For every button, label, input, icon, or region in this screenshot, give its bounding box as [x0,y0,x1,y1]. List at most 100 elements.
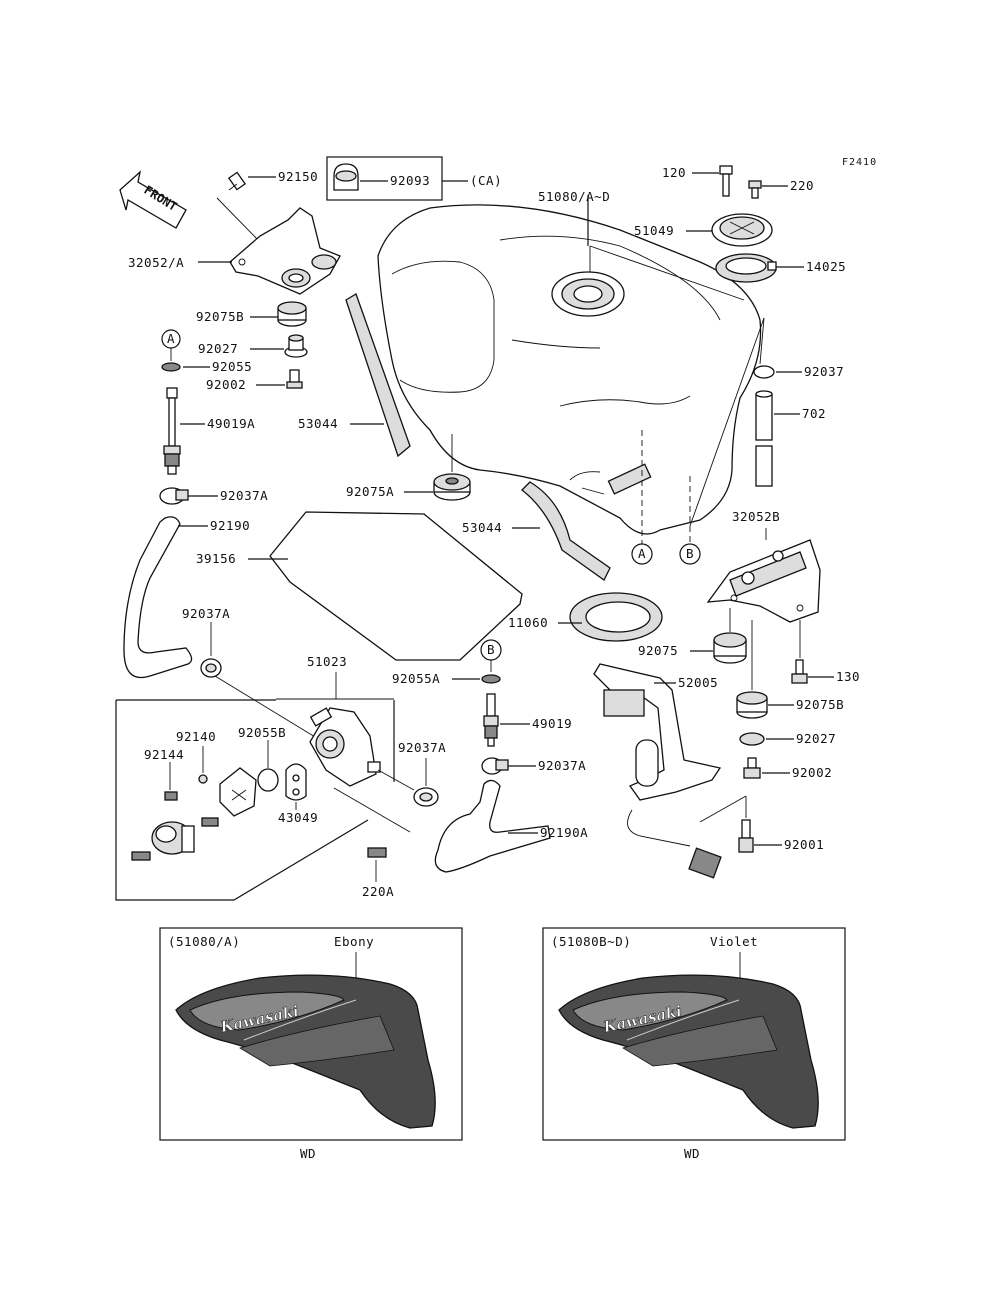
exploded-group-frame [115,699,395,901]
label-92093: 92093 [390,173,430,188]
variant-box-ebony: (51080/A) Ebony Kawasaki WD [159,927,463,1161]
damper-92075b-left [277,301,307,327]
ring-14025 [715,253,777,283]
label-92150: 92150 [278,169,318,184]
figure-code: F2410 [842,157,877,168]
ref-b-lower-label: B [686,546,694,561]
o-ring-92140 [198,774,208,784]
label-92037: 92037 [804,364,844,379]
strip-53044-right [521,481,611,581]
bracket-32052b [706,539,821,623]
fuel-pump-52005 [593,663,722,879]
ref-b-label: B [487,642,495,657]
screw-lower-left [131,851,151,861]
label-92037a-top: 92037A [220,488,268,503]
screw-220a [367,847,387,858]
bolt-92001 [738,819,754,853]
callout-box-92093 [326,156,443,201]
label-51080: 51080/A~D [538,189,610,204]
tank-illustration-ebony: Kawasaki [175,974,436,1129]
label-43049: 43049 [278,810,318,825]
label-220a: 220A [362,884,394,899]
label-11060: 11060 [508,615,548,630]
bolt-130 [791,659,808,684]
label-51049: 51049 [634,223,674,238]
gasket-43049 [285,763,307,801]
clamp-92037a-top [159,487,189,505]
variant-footer-violet: WD [684,1146,700,1161]
collar-92027-right [739,732,765,746]
lever-plate [219,767,257,817]
clamp-92037a-right [481,757,509,775]
label-92037a-lower: 92037A [398,740,446,755]
variant-color-violet: Violet [710,934,758,949]
bolt-120 [719,165,733,197]
label-ca: (CA) [470,173,502,188]
label-92055: 92055 [212,359,252,374]
clamp-92037 [753,365,775,379]
screw-knob [201,817,219,827]
bolt-92150 [227,171,247,191]
clamp-92037a-mid [200,658,222,678]
label-92075b-right: 92075B [796,697,844,712]
label-14025: 14025 [806,259,846,274]
label-92027-left: 92027 [198,341,238,356]
o-ring-92055a [481,674,501,684]
bolt-92002-right [743,757,761,779]
label-39156: 39156 [196,551,236,566]
label-92001: 92001 [784,837,824,852]
bracket-32052a [229,207,341,295]
strip-53044-left [345,293,411,458]
label-92055a: 92055A [392,671,440,686]
knob-fuel-cock [151,821,195,855]
label-52005: 52005 [678,675,718,690]
fuel-cock-body-51023 [309,707,381,787]
label-92037a-right: 92037A [538,758,586,773]
label-32052b: 32052B [732,509,780,524]
label-702: 702 [802,406,826,421]
label-92140: 92140 [176,729,216,744]
label-51023: 51023 [307,654,347,669]
label-92002-right: 92002 [792,765,832,780]
collar-92027-left [284,334,308,358]
label-92037a-mid: 92037A [182,606,230,621]
label-92144: 92144 [144,747,184,762]
label-92075: 92075 [638,643,678,658]
label-92190a: 92190A [540,825,588,840]
label-92075b-left: 92075B [196,309,244,324]
fuel-pipe-49019 [483,693,499,747]
o-ring-92055b [257,768,279,792]
front-arrow-icon: FRONT [119,170,187,229]
label-120: 120 [662,165,686,180]
label-32052a: 32052/A [128,255,184,270]
label-92027-right: 92027 [796,731,836,746]
label-92002-left: 92002 [206,377,246,392]
ref-a-label: A [167,331,175,346]
variant-code-ebony: (51080/A) [168,934,240,949]
variant-footer-ebony: WD [300,1146,316,1161]
hose-702 [755,390,773,487]
label-49019a: 49019A [207,416,255,431]
label-92075a: 92075A [346,484,394,499]
label-49019: 49019 [532,716,572,731]
tank-illustration-violet: Kawasaki [558,974,819,1129]
label-92190: 92190 [210,518,250,533]
variant-color-ebony: Ebony [334,934,374,949]
cap-51049 [711,213,773,247]
ref-circle-a-lower [631,543,653,565]
clamp-92037a-lower [413,787,439,807]
fuel-pipe-49019a [163,387,181,475]
screw-220 [748,180,762,199]
label-53044-left: 53044 [298,416,338,431]
variant-box-violet: (51080B~D) Violet Kawasaki WD [542,927,846,1161]
ref-a-lower-label: A [638,546,646,561]
screw-92144 [164,791,178,801]
damper-92075b-right [736,691,768,719]
hose-92190 [123,516,193,679]
label-53044-right: 53044 [462,520,502,535]
label-92055b: 92055B [238,725,286,740]
variant-code-violet: (51080B~D) [551,934,631,949]
damper-92093 [333,163,359,191]
label-130: 130 [836,669,860,684]
